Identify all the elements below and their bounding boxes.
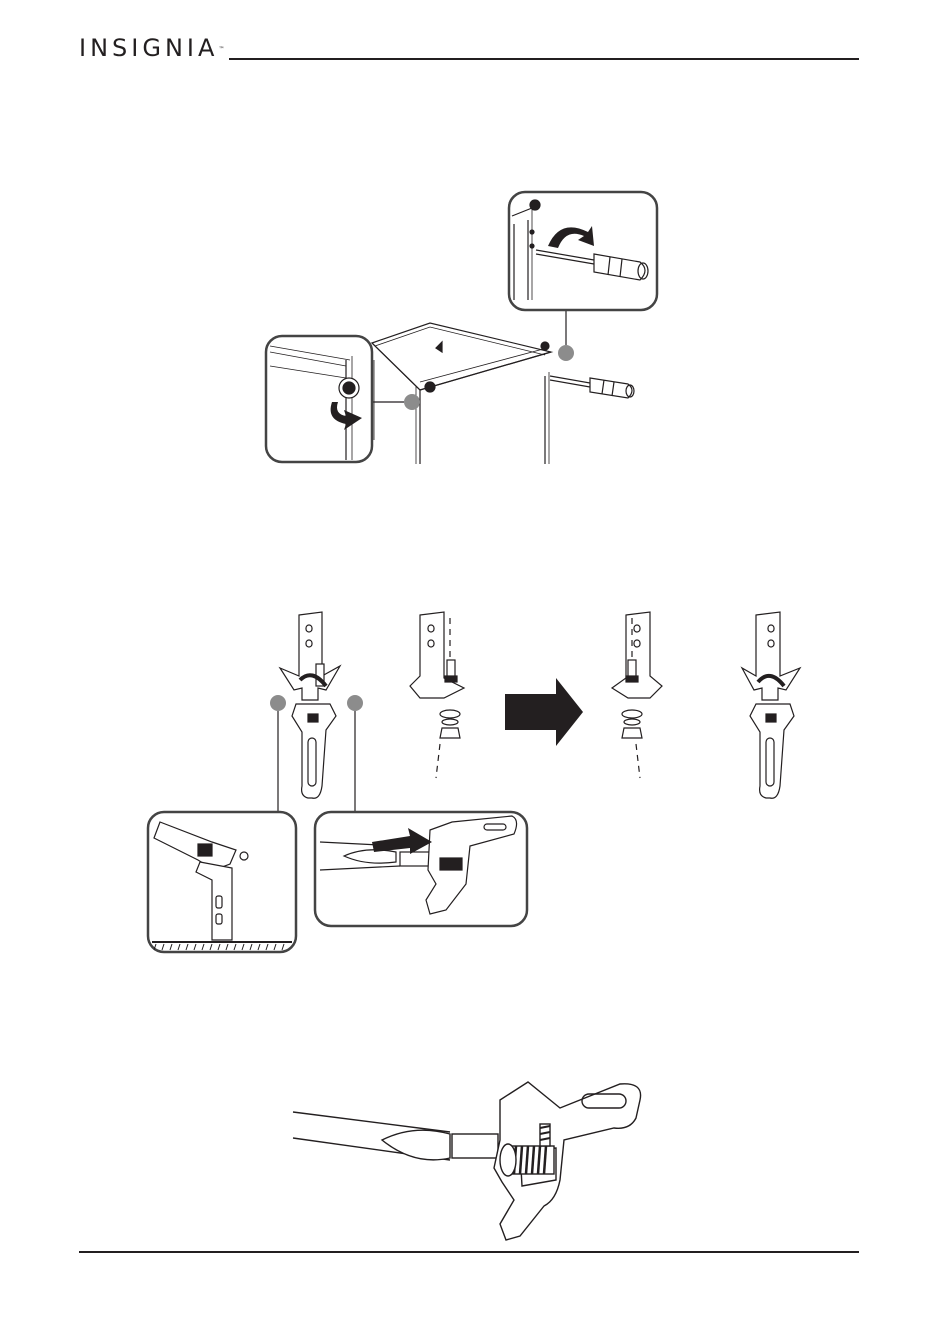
screwdriver-icon (293, 1112, 498, 1160)
footer-rule (79, 1251, 859, 1253)
